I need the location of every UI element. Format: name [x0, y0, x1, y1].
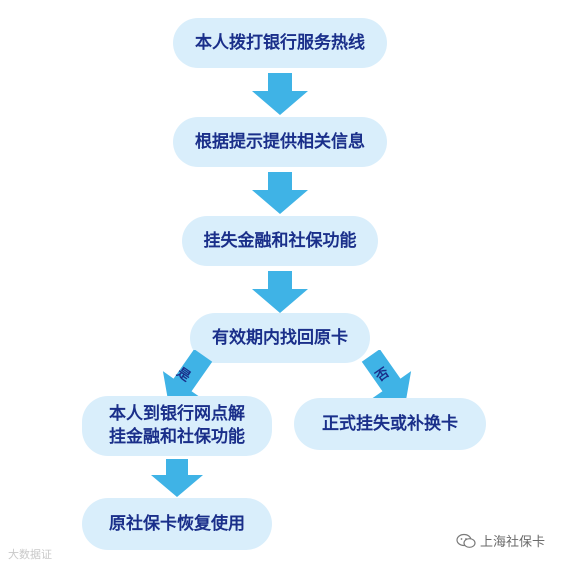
node-report-loss: 挂失金融和社保功能	[182, 216, 378, 266]
arrow-yes-branch	[162, 350, 213, 405]
watermark-source-label: 大数据证	[8, 548, 52, 561]
node-call-hotline: 本人拨打银行服务热线	[173, 18, 387, 68]
node-card-restored: 原社保卡恢复使用	[82, 498, 272, 550]
watermark-account-label: 上海社保卡	[480, 535, 546, 550]
node-unlock-line1: 本人到银行网点解	[109, 404, 245, 425]
wechat-icon	[456, 533, 476, 548]
node-call-hotline-label: 本人拨打银行服务热线	[195, 32, 365, 53]
node-provide-info-label: 根据提示提供相关信息	[195, 131, 365, 152]
node-decision-card-found: 有效期内找回原卡	[190, 313, 370, 363]
arrow-down-3	[252, 271, 308, 313]
node-report-loss-label: 挂失金融和社保功能	[203, 230, 357, 251]
node-formal-loss-or-replace: 正式挂失或补换卡	[294, 398, 486, 450]
node-card-restored-label: 原社保卡恢复使用	[109, 513, 245, 534]
node-unlock-at-branch: 本人到银行网点解 挂金融和社保功能	[82, 396, 272, 456]
arrow-down-1	[252, 73, 308, 115]
node-provide-info: 根据提示提供相关信息	[173, 117, 387, 167]
arrow-down-2	[252, 172, 308, 214]
node-unlock-line2: 挂金融和社保功能	[109, 427, 245, 447]
node-formal-loss-label: 正式挂失或补换卡	[322, 413, 458, 434]
watermark-account: 上海社保卡	[456, 531, 545, 550]
node-decision-label: 有效期内找回原卡	[212, 327, 348, 348]
arrow-down-4	[151, 459, 203, 497]
arrow-no-branch	[361, 350, 412, 405]
watermark-source: 大数据证	[8, 546, 52, 562]
